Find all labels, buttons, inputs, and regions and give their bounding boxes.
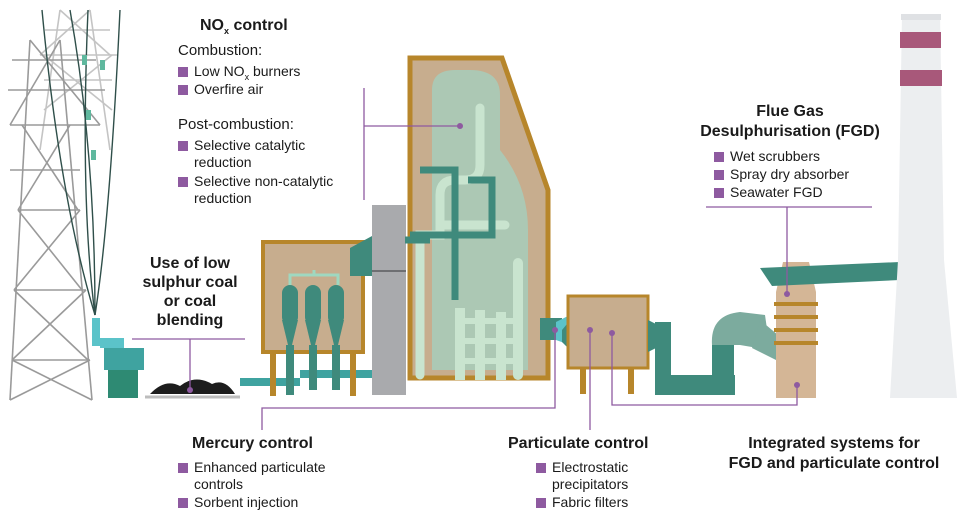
nox-item-low-burners: Low NOx burners xyxy=(178,63,300,81)
mill-duct xyxy=(350,236,372,276)
bullet-icon xyxy=(714,170,724,180)
bullet-icon xyxy=(714,152,724,162)
leader-lines xyxy=(132,88,872,430)
bullet-icon xyxy=(178,85,188,95)
leader-dots xyxy=(187,123,800,393)
mercury-control-title: Mercury control xyxy=(192,435,313,452)
nox-post-combustion-label: Post-combustion: xyxy=(178,116,294,133)
insulators xyxy=(82,55,105,160)
particulate-control-unit xyxy=(562,294,660,394)
particulate-item-fabric: Fabric filters xyxy=(536,494,628,511)
bullet-icon xyxy=(178,141,188,151)
bullet-icon xyxy=(178,463,188,473)
coal-mill-unit xyxy=(261,240,365,396)
power-lines xyxy=(41,9,121,316)
coal-pile-icon xyxy=(145,379,240,399)
bullet-icon xyxy=(536,463,546,473)
fgd-item-wet-scrubbers: Wet scrubbers xyxy=(714,148,820,165)
fgd-item-spray-dry: Spray dry absorber xyxy=(714,166,849,183)
chimney-stack xyxy=(890,14,957,398)
particulate-control-title: Particulate control xyxy=(508,435,649,452)
bullet-icon xyxy=(178,498,188,508)
mercury-item-sorbent: Sorbent injection xyxy=(178,494,298,511)
bullet-icon xyxy=(536,498,546,508)
bullet-icon xyxy=(178,177,188,187)
transformer-icon xyxy=(92,318,144,398)
air-heater-block xyxy=(372,205,406,395)
boiler-unit xyxy=(405,55,551,381)
nox-item-overfire-air: Overfire air xyxy=(178,81,263,98)
bullet-icon xyxy=(178,67,188,77)
nox-combustion-label: Combustion: xyxy=(178,42,263,59)
nox-control-title: NOx control xyxy=(200,17,288,37)
fgd-item-seawater: Seawater FGD xyxy=(714,184,823,201)
esp-to-fgd-duct xyxy=(655,312,784,395)
fgd-absorber-unit xyxy=(760,262,900,398)
bullet-icon xyxy=(714,188,724,198)
